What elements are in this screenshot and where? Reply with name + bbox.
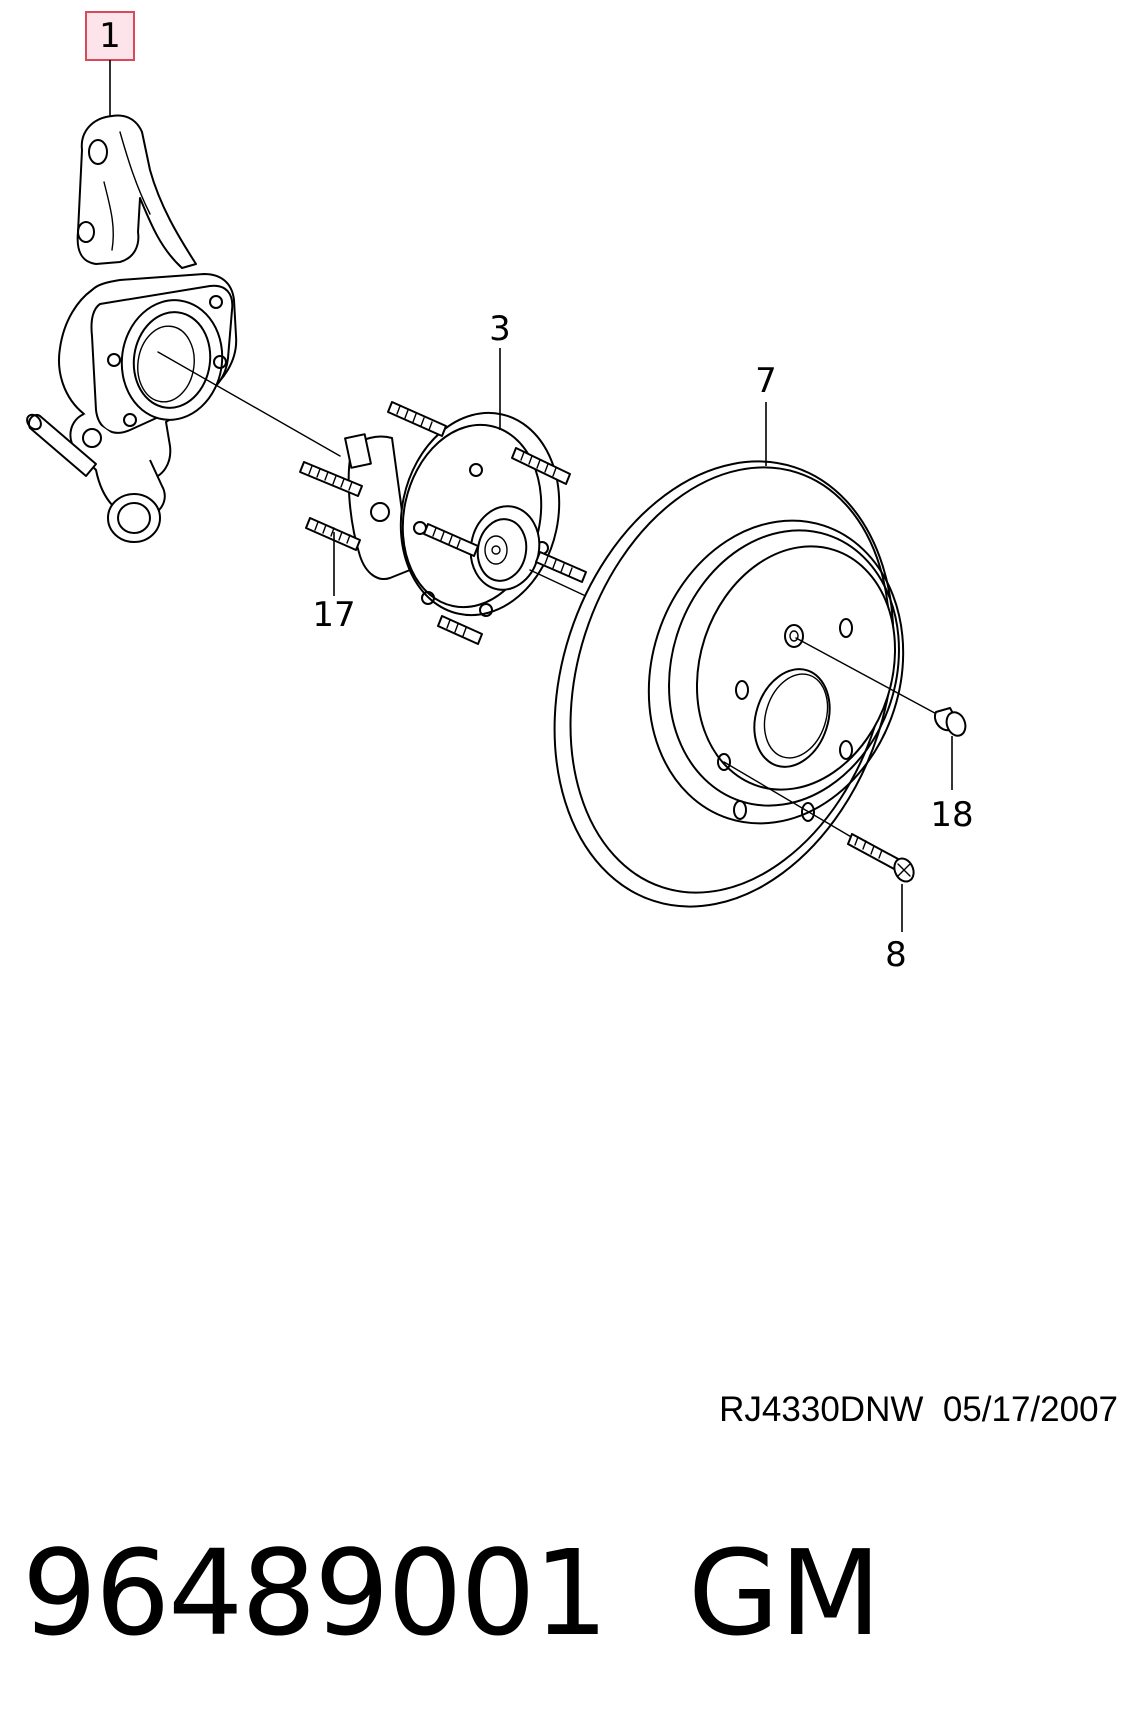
assembly-axis-line-2 xyxy=(529,569,591,599)
assembly-axis-line-18 xyxy=(795,637,945,719)
assembly-axis-line-8 xyxy=(723,761,871,849)
manufacturer-name: GM xyxy=(688,1524,882,1662)
callout-17-label[interactable]: 17 xyxy=(312,595,355,635)
brake-disc xyxy=(553,460,905,908)
steering-knuckle xyxy=(26,114,238,543)
locating-nut xyxy=(934,707,967,737)
hub-bearing-assembly xyxy=(344,401,587,645)
drawing-code-date: RJ4330DNW 05/17/2007 xyxy=(719,1390,1118,1429)
callout-1-label[interactable]: 1 xyxy=(99,16,121,56)
hub-rear-studs xyxy=(387,401,447,437)
callout-18-label[interactable]: 18 xyxy=(930,795,973,835)
assembly-axis-line-1 xyxy=(157,351,341,457)
callout-7-label[interactable]: 7 xyxy=(755,361,777,401)
callout-3-label[interactable]: 3 xyxy=(489,309,511,349)
wheel-studs xyxy=(299,461,363,551)
retaining-screw xyxy=(847,833,915,883)
callout-8-label[interactable]: 8 xyxy=(885,935,907,975)
callout-1-group[interactable]: 1 xyxy=(85,11,135,61)
hub-front-studs xyxy=(423,447,587,645)
part-number: 96489001 xyxy=(22,1524,609,1662)
